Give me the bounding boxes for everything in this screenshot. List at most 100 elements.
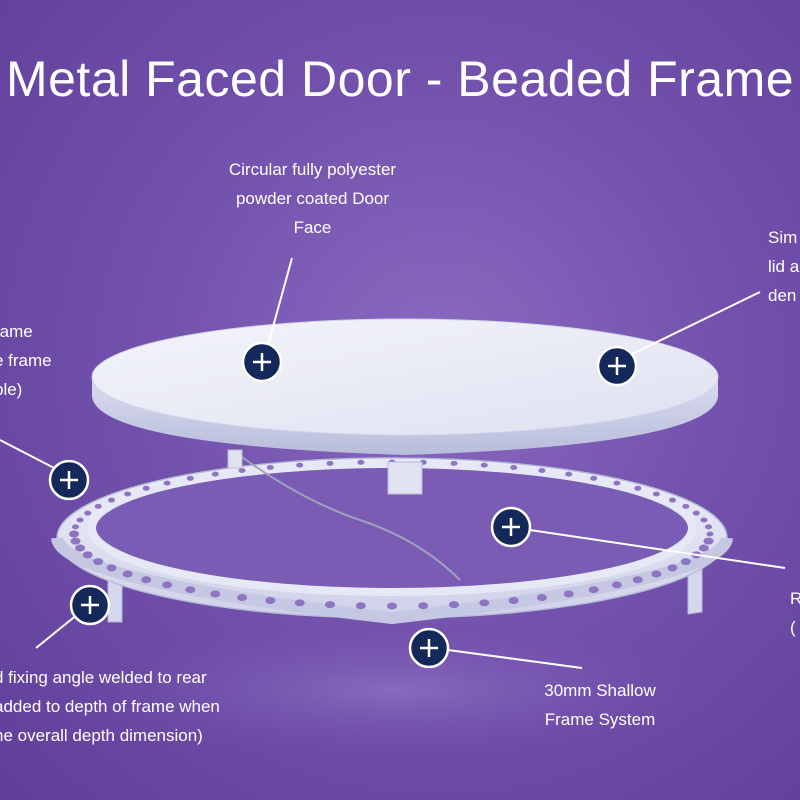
frame-hole xyxy=(387,602,397,610)
callout-line: he overall depth dimension) xyxy=(0,726,203,745)
frame-hole xyxy=(508,597,519,604)
frame-hole xyxy=(565,471,573,477)
chain-bracket xyxy=(227,449,243,469)
frame-hole xyxy=(72,524,79,530)
frame-hole xyxy=(94,503,102,509)
callout-line: R xyxy=(790,589,800,608)
hotspot-left-frame[interactable] xyxy=(48,459,90,501)
frame-hole xyxy=(84,510,92,516)
frame-hole xyxy=(210,590,221,598)
frame-hole xyxy=(449,601,459,609)
frame-hole xyxy=(669,497,676,503)
callout-line: Circular fully polyester xyxy=(228,160,397,179)
frame-hole xyxy=(186,475,194,481)
callout-line: Sim xyxy=(768,228,798,247)
frame-hole xyxy=(634,485,642,491)
frame-hole xyxy=(705,524,712,530)
frame-hole xyxy=(355,602,366,610)
callout-line: ( xyxy=(790,618,796,637)
frame-hole xyxy=(700,517,708,523)
frame-hole xyxy=(563,590,574,598)
callout-line: Face xyxy=(293,218,332,237)
leader-lines xyxy=(0,257,786,669)
frame-hole xyxy=(69,530,79,538)
hotspot-inner-frame[interactable] xyxy=(490,506,532,548)
callout-right-r: R ( xyxy=(790,584,800,642)
frame-hole xyxy=(141,576,152,584)
frame-hole xyxy=(142,485,150,491)
frame-hole xyxy=(266,465,274,470)
frame-hole xyxy=(238,468,246,473)
frame-hole xyxy=(632,576,643,584)
frame-hole xyxy=(510,465,518,470)
callout-left-frame: rame e frame ble) xyxy=(0,317,52,404)
frame-hole xyxy=(326,460,334,466)
frame-hole xyxy=(162,581,173,589)
door-lid xyxy=(91,318,719,455)
frame-hole xyxy=(450,460,458,466)
plus-icon xyxy=(608,357,626,375)
frame-hole xyxy=(122,570,133,578)
frame-hole xyxy=(108,497,115,503)
callout-line: den xyxy=(768,286,797,305)
frame-hole xyxy=(70,537,81,545)
callout-shallow-frame: 30mm Shallow Frame System xyxy=(500,676,700,734)
frame-hole xyxy=(698,544,709,552)
callout-line: 30mm Shallow xyxy=(544,681,656,700)
frame-hole xyxy=(536,594,547,601)
callout-door-face: Circular fully polyester powder coated D… xyxy=(170,155,455,242)
frame-hole xyxy=(75,544,86,552)
hotspot-fixing-angle[interactable] xyxy=(69,584,111,626)
callout-line: powder coated Door xyxy=(235,189,390,208)
callout-line: Frame System xyxy=(544,710,656,729)
callout-line: added to depth of frame when xyxy=(0,697,220,716)
frame-hole xyxy=(106,564,117,572)
hotspot-shallow-frame[interactable] xyxy=(408,627,450,669)
frame-hole xyxy=(651,570,662,578)
page-title: Metal Faced Door - Beaded Frame xyxy=(5,51,795,107)
plus-icon xyxy=(81,596,99,614)
hinge-bracket xyxy=(387,461,423,495)
callout-line: lid a xyxy=(768,257,800,276)
frame-hole xyxy=(590,475,598,481)
callout-line: rame xyxy=(0,322,33,341)
frame-hole xyxy=(667,564,678,572)
callout-right-top: Sim lid a den xyxy=(768,223,799,310)
frame-hole xyxy=(76,517,84,523)
plus-icon xyxy=(253,353,271,371)
hotspot-door-face[interactable] xyxy=(241,341,283,383)
frame-hole xyxy=(588,586,599,594)
frame-hole xyxy=(237,594,248,601)
frame-hole xyxy=(82,551,93,559)
callout-fixing-angle: d fixing angle welded to rear added to d… xyxy=(0,663,220,750)
frame-hole xyxy=(706,531,714,537)
callout-line: d fixing angle welded to rear xyxy=(0,668,207,687)
frame-hole xyxy=(357,459,365,465)
plus-icon xyxy=(502,518,520,536)
frame-hole xyxy=(163,480,171,486)
frame-hole xyxy=(479,599,490,607)
frame-hole xyxy=(211,471,219,477)
frame-hole xyxy=(613,480,621,486)
frame-hole xyxy=(682,503,690,509)
frame-hole xyxy=(418,602,429,610)
frame-hole xyxy=(265,597,276,604)
frame-hole xyxy=(680,558,691,566)
frame-hole xyxy=(185,586,196,594)
frame-hole xyxy=(611,581,622,589)
plus-icon xyxy=(420,639,438,657)
hotspot-right-top[interactable] xyxy=(596,345,638,387)
callout-line: e frame xyxy=(0,351,52,370)
callout-line: ble) xyxy=(0,380,23,399)
frame-hole xyxy=(93,558,104,566)
frame-hole xyxy=(325,601,335,609)
frame-hole xyxy=(480,462,488,468)
floor-reflection xyxy=(65,620,725,760)
frame-hole xyxy=(294,599,305,607)
safety-chain xyxy=(231,449,461,581)
frame-hole xyxy=(538,468,546,473)
plus-icon xyxy=(60,471,78,489)
frame-hole xyxy=(296,462,304,468)
